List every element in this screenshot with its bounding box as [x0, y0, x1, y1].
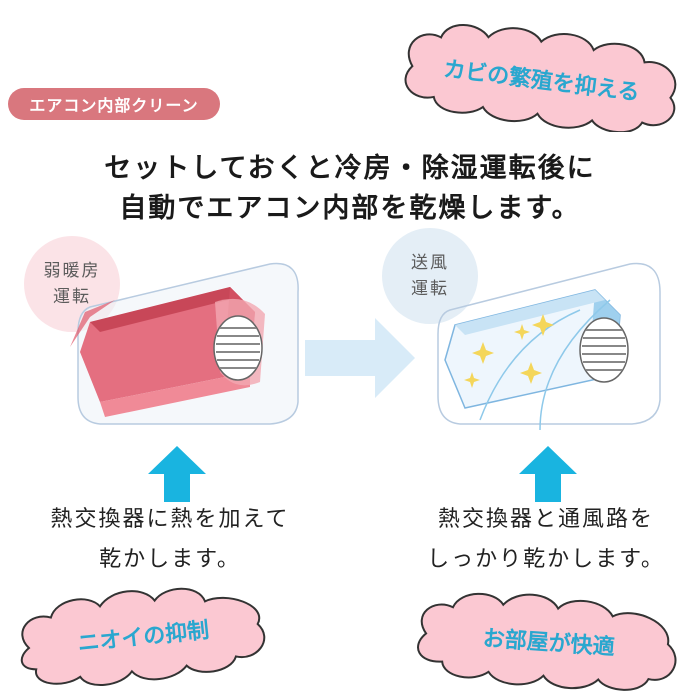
headline-line-2: 自動でエアコン内部を乾燥します。: [119, 193, 581, 224]
odor-suppression-bubble: ニオイの抑制: [20, 587, 266, 686]
process-arrow-right-icon: [305, 318, 415, 398]
right-caption-line-2: しっかり乾かします。: [427, 547, 665, 572]
left-caption-line-1: 熱交換器に熱を加えて: [50, 507, 290, 532]
weak-heating-line-1: 弱暖房: [43, 261, 101, 281]
left-up-arrow-icon: [148, 446, 206, 502]
fan-mode-line-1: 送風: [411, 253, 449, 273]
right-up-arrow-icon: [519, 446, 577, 502]
left-caption: 熱交換器に熱を加えて 乾かします。: [20, 500, 320, 580]
left-caption-line-2: 乾かします。: [99, 547, 241, 572]
fan-mode-badge: 送風 運転: [382, 228, 478, 324]
fan-mode-line-2: 運転: [411, 279, 449, 299]
fan-drying-air-conditioner-illustration: [437, 262, 661, 431]
feature-tag: エアコン内部クリーン: [8, 88, 220, 120]
right-caption: 熱交換器と通風路を しっかり乾かします。: [396, 500, 696, 580]
heated-air-conditioner-illustration: [70, 262, 299, 425]
right-caption-line-1: 熱交換器と通風路を: [437, 507, 654, 532]
weak-heating-line-2: 運転: [53, 287, 91, 307]
room-comfort-bubble: お部屋が快適: [417, 592, 677, 691]
mold-prevention-bubble: カビの繁殖を抑える: [404, 24, 677, 132]
headline-line-1: セットしておくと冷房・除湿運転後に: [104, 153, 596, 184]
